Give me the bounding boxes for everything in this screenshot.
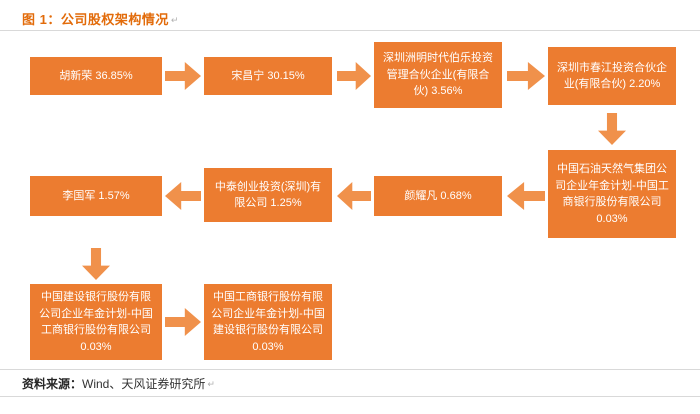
shareholder-node: 颜耀凡 0.68% bbox=[374, 176, 502, 216]
arrow-right-icon bbox=[165, 62, 201, 90]
shareholder-node: 中国工商银行股份有限公司企业年金计划-中国建设银行股份有限公司 0.03% bbox=[204, 284, 332, 360]
arrow-left-icon bbox=[507, 182, 545, 210]
shareholder-node: 中国石油天然气集团公司企业年金计划-中国工商银行股份有限公司 0.03% bbox=[548, 150, 676, 238]
arrow-down-icon bbox=[82, 248, 110, 280]
paragraph-mark-icon: ↵ bbox=[170, 15, 179, 25]
arrow-right-icon bbox=[337, 62, 371, 90]
shareholder-node: 深圳市春江投资合伙企业(有限合伙) 2.20% bbox=[548, 47, 676, 105]
source-label: 资料来源： bbox=[22, 377, 83, 391]
header-divider bbox=[0, 30, 700, 31]
arrow-right-icon bbox=[507, 62, 545, 90]
shareholder-node: 深圳洲明时代伯乐投资管理合伙企业(有限合伙) 3.56% bbox=[374, 42, 502, 108]
shareholder-node: 中泰创业投资(深圳)有限公司 1.25% bbox=[204, 168, 332, 222]
arrow-left-icon bbox=[337, 182, 371, 210]
source-note: 资料来源：Wind、天风证券研究所↵ bbox=[22, 375, 215, 392]
arrow-left-icon bbox=[165, 182, 201, 210]
footer-divider bbox=[0, 369, 700, 370]
shareholder-node: 胡新荣 36.85% bbox=[30, 57, 162, 95]
footer-divider bbox=[0, 396, 700, 397]
figure-title: 图 1：公司股权架构情况↵ bbox=[22, 12, 179, 27]
arrow-right-icon bbox=[165, 308, 201, 336]
shareholder-node: 中国建设银行股份有限公司企业年金计划-中国工商银行股份有限公司 0.03% bbox=[30, 284, 162, 360]
source-value: Wind、天风证券研究所 bbox=[82, 377, 206, 391]
paragraph-mark-icon: ↵ bbox=[207, 379, 215, 389]
shareholder-node: 李国军 1.57% bbox=[30, 176, 162, 216]
shareholder-node: 宋昌宁 30.15% bbox=[204, 57, 332, 95]
arrow-down-icon bbox=[598, 113, 626, 145]
